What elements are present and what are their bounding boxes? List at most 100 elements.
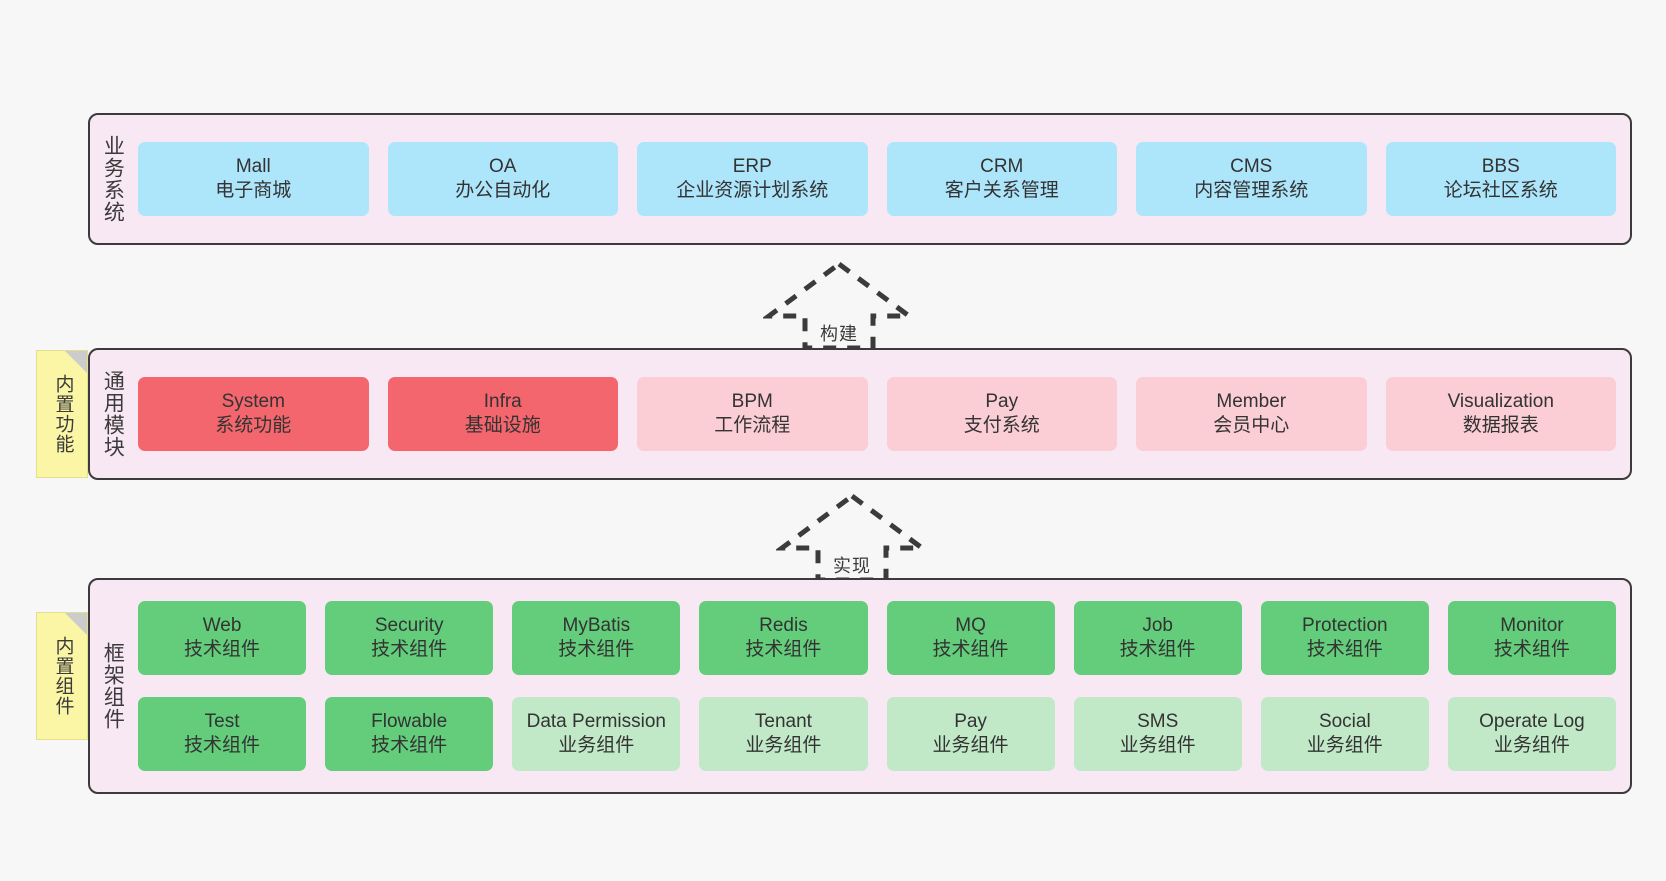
node-test[interactable]: Test 技术组件 [138,697,307,771]
node-subtitle: 支付系统 [963,415,1040,436]
node-subtitle: 技术组件 [1306,639,1383,660]
node-data-permission[interactable]: Data Permission 业务组件 [512,697,681,771]
node-security[interactable]: Security 技术组件 [325,601,494,675]
node-title: MQ [955,615,986,637]
node-title: Job [1142,615,1173,637]
node-tenant[interactable]: Tenant 业务组件 [699,697,868,771]
arrow-implement-label: 实现 [833,556,871,576]
node-visualization[interactable]: Visualization 数据报表 [1385,377,1616,451]
node-oa[interactable]: OA 办公自动化 [387,142,618,216]
node-subtitle: 技术组件 [745,639,822,660]
layer-framework-component[interactable]: 框架组件 Web 技术组件 Security 技术组件 MyBatis 技术组件… [88,578,1632,794]
folded-corner-icon [65,351,87,373]
node-row: Mall 电子商城 OA 办公自动化 ERP 企业资源计划系统 CRM 客户关系… [138,142,1616,216]
layer-business-system[interactable]: 业务系统 Mall 电子商城 OA 办公自动化 ERP 企业资源计划系统 CRM… [88,113,1632,245]
arrow-implement: 实现 [776,490,928,582]
node-crm[interactable]: CRM 客户关系管理 [886,142,1117,216]
layer-body-module: System 系统功能 Infra 基础设施 BPM 工作流程 Pay 支付系统… [134,350,1630,478]
node-title: Pay [985,391,1019,413]
node-title: SMS [1137,711,1179,733]
node-operate-log[interactable]: Operate Log 业务组件 [1447,697,1616,771]
node-subtitle: 技术组件 [1119,639,1196,660]
node-title: Monitor [1500,615,1564,637]
node-title: Operate Log [1479,711,1585,733]
node-mall[interactable]: Mall 电子商城 [138,142,369,216]
node-title: Protection [1302,615,1388,637]
node-title: BPM [731,391,773,413]
node-member[interactable]: Member 会员中心 [1136,377,1367,451]
node-monitor[interactable]: Monitor 技术组件 [1447,601,1616,675]
node-title: Mall [235,156,271,178]
node-sms[interactable]: SMS 业务组件 [1073,697,1242,771]
node-job[interactable]: Job 技术组件 [1073,601,1242,675]
node-subtitle: 会员中心 [1213,415,1290,436]
node-web[interactable]: Web 技术组件 [138,601,307,675]
node-title: Infra [483,391,522,413]
node-subtitle: 技术组件 [371,639,448,660]
node-title: ERP [732,156,772,178]
node-title: OA [489,156,517,178]
node-subtitle: 技术组件 [1493,639,1570,660]
node-subtitle: 业务组件 [1493,735,1570,756]
node-infra[interactable]: Infra 基础设施 [387,377,618,451]
node-subtitle: 基础设施 [464,415,541,436]
node-row: System 系统功能 Infra 基础设施 BPM 工作流程 Pay 支付系统… [138,377,1616,451]
node-mybatis[interactable]: MyBatis 技术组件 [512,601,681,675]
sticky-note-builtin-components[interactable]: 内置组件 [36,612,88,740]
layer-title-business: 业务系统 [101,135,125,223]
layer-title-frame: 框架组件 [101,642,125,730]
arrow-build: 构建 [763,258,915,350]
node-bpm[interactable]: BPM 工作流程 [637,377,868,451]
node-title: System [221,391,285,413]
node-flowable[interactable]: Flowable 技术组件 [325,697,494,771]
node-title: Member [1216,391,1287,413]
node-subtitle: 电子商城 [215,180,292,201]
node-subtitle: 业务组件 [1119,735,1196,756]
node-title: BBS [1481,156,1520,178]
node-row: Test 技术组件 Flowable 技术组件 Data Permission … [138,697,1616,771]
node-title: Test [204,711,240,733]
node-title: Web [202,615,242,637]
node-mq[interactable]: MQ 技术组件 [886,601,1055,675]
node-title: Flowable [371,711,448,733]
sticky-note-builtin-features[interactable]: 内置功能 [36,350,88,478]
node-subtitle: 系统功能 [215,415,292,436]
node-subtitle: 工作流程 [714,415,791,436]
node-title: Security [374,615,444,637]
node-redis[interactable]: Redis 技术组件 [699,601,868,675]
layer-body-business: Mall 电子商城 OA 办公自动化 ERP 企业资源计划系统 CRM 客户关系… [134,115,1630,243]
node-subtitle: 技术组件 [184,639,261,660]
node-row: Web 技术组件 Security 技术组件 MyBatis 技术组件 Redi… [138,601,1616,675]
node-subtitle: 办公自动化 [455,180,551,201]
node-subtitle: 业务组件 [932,735,1009,756]
layer-body-frame: Web 技术组件 Security 技术组件 MyBatis 技术组件 Redi… [134,580,1630,792]
node-title: CRM [980,156,1024,178]
layer-common-module[interactable]: 通用模块 System 系统功能 Infra 基础设施 BPM 工作流程 Pay… [88,348,1632,480]
node-system[interactable]: System 系统功能 [138,377,369,451]
node-subtitle: 技术组件 [184,735,261,756]
node-subtitle: 数据报表 [1462,415,1539,436]
folded-corner-icon [65,613,87,635]
sticky-note-label: 内置功能 [52,374,74,454]
node-pay-business[interactable]: Pay 业务组件 [886,697,1055,771]
node-pay[interactable]: Pay 支付系统 [886,377,1117,451]
layer-title-module: 通用模块 [101,370,125,458]
arrow-build-label: 构建 [820,324,858,344]
node-title: Tenant [754,711,812,733]
node-title: Data Permission [526,711,666,733]
node-title: Social [1318,711,1371,733]
node-title: MyBatis [562,615,631,637]
node-cms[interactable]: CMS 内容管理系统 [1136,142,1367,216]
node-erp[interactable]: ERP 企业资源计划系统 [637,142,868,216]
node-protection[interactable]: Protection 技术组件 [1260,601,1429,675]
node-subtitle: 业务组件 [1306,735,1383,756]
node-subtitle: 客户关系管理 [944,180,1059,201]
node-subtitle: 技术组件 [558,639,635,660]
node-subtitle: 内容管理系统 [1194,180,1309,201]
node-title: Visualization [1447,391,1554,413]
node-subtitle: 企业资源计划系统 [676,180,829,201]
node-subtitle: 论坛社区系统 [1443,180,1558,201]
node-bbs[interactable]: BBS 论坛社区系统 [1385,142,1616,216]
node-social[interactable]: Social 业务组件 [1260,697,1429,771]
